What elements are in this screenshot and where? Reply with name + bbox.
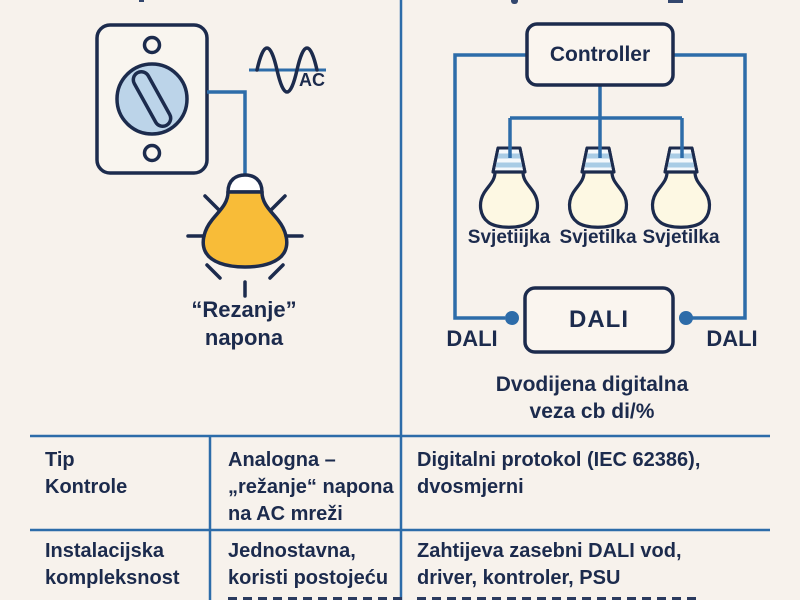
ac-sine-icon (249, 46, 326, 94)
table-row2-dali: Zahtijeva zasebni DALI vod, driver, kont… (417, 538, 682, 592)
bulb-rays-icon (186, 194, 304, 298)
table-row1-dali: Digitalni protokol (IEC 62386), dvosmjer… (417, 447, 700, 501)
table-row2-analog: Jednostavna, koristi postojeću (228, 538, 388, 592)
clipped-title-fragment (511, 0, 518, 4)
bus-node-right-icon (679, 311, 693, 325)
table-text: Instalacijska (45, 540, 164, 562)
controller-label: Controller (549, 42, 651, 66)
right-caption-line1: Dvodijena digitalna (495, 373, 689, 396)
left-caption-line2: napona (204, 325, 284, 350)
table-row1-analog: Analogna – „režanje“ napona na AC mreži (228, 447, 394, 528)
lamp-1-label: Svjetiijka (467, 227, 551, 248)
dali-lamp-icons (478, 146, 712, 229)
lamp-3-label: Svjetilka (642, 227, 720, 248)
table-text: driver, kontroler, PSU (417, 567, 621, 589)
table-text: koristi postojeću (228, 567, 389, 589)
table-row2-label: Instalacijska kompleksnost (45, 538, 179, 592)
table-text: Kontrole (45, 476, 128, 498)
lamp-2-icon (567, 146, 629, 229)
table-text: „režanje“ napona (228, 476, 394, 498)
table-text: Digitalni protokol (IEC 62386), (417, 449, 701, 471)
table-row1-label: Tip Kontrole (45, 447, 127, 501)
table-rules (30, 434, 770, 600)
dimmer-switch-icon (95, 23, 209, 175)
dali-box-label: DALI (569, 306, 629, 333)
lamp-3-icon (650, 146, 712, 229)
table-text: kompleksnost (45, 567, 180, 589)
screw-top-icon (142, 35, 162, 55)
clipped-title-fragment (668, 0, 683, 3)
knob-slot-icon (131, 70, 173, 128)
clipped-title-fragment (139, 0, 144, 2)
lamp-1-icon (478, 146, 540, 229)
table-text: Analogna – (228, 449, 336, 471)
bus-node-left-icon (505, 311, 519, 325)
lit-bulb-icon (186, 173, 304, 298)
left-caption-line1: “Rezanje” (191, 297, 297, 322)
right-caption-line2: veza cb di/% (529, 400, 655, 423)
switch-to-bulb-wire (207, 90, 247, 180)
dali-left-label: DALI (446, 326, 498, 351)
clipped-text-fragment (417, 597, 697, 600)
controller-box (525, 22, 675, 87)
dali-box (523, 286, 675, 354)
lamp-2-label: Svjetilka (559, 227, 637, 248)
table-text: dvosmjerni (417, 476, 524, 498)
clipped-text-fragment (228, 597, 404, 600)
table-text: Zahtijeva zasebni DALI vod, (417, 540, 682, 562)
table-text: Tip (45, 449, 75, 471)
table-text: na AC mreži (228, 503, 343, 525)
screw-bottom-icon (142, 143, 162, 163)
dali-right-label: DALI (706, 326, 758, 351)
ac-label: AC (299, 70, 325, 90)
dali-bus-wires (453, 53, 747, 320)
table-text: Jednostavna, (228, 540, 356, 562)
